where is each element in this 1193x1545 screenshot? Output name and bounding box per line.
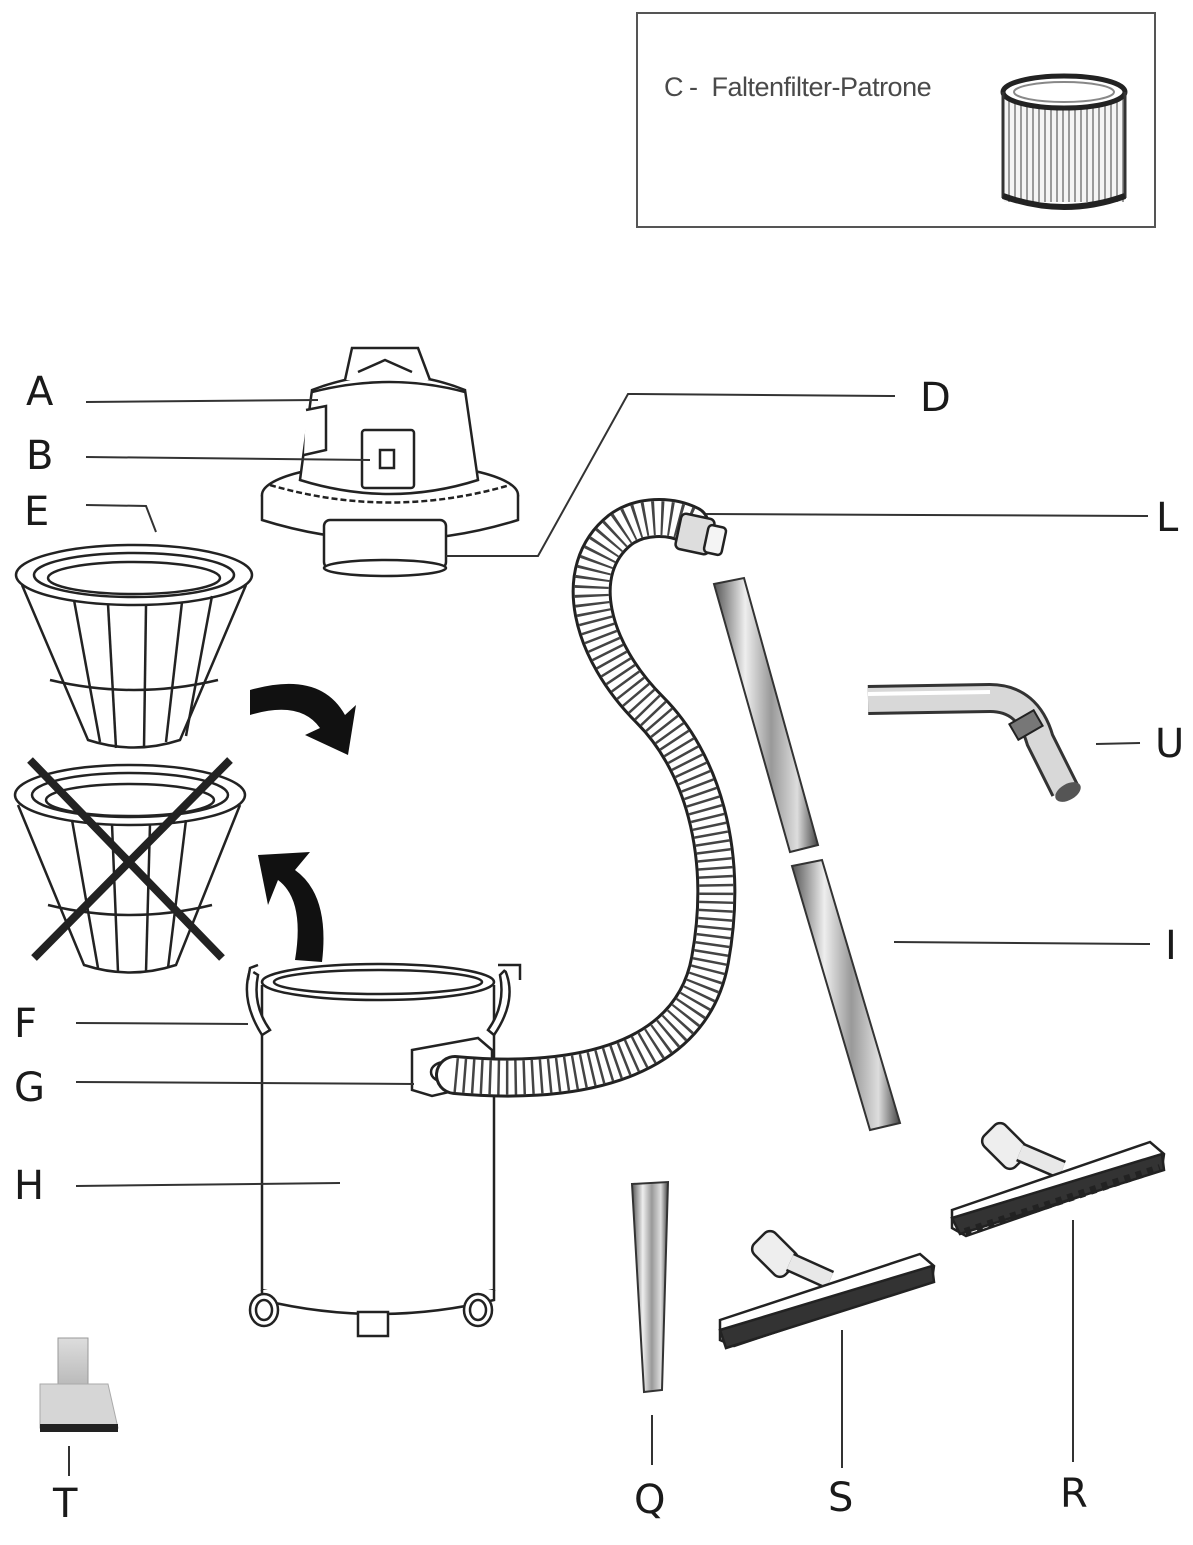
label-l: L bbox=[1156, 495, 1179, 541]
label-u: U bbox=[1155, 721, 1185, 767]
legend-text: Faltenfilter-Patrone bbox=[711, 72, 932, 102]
label-t: T bbox=[53, 1481, 78, 1527]
arrow-down-icon bbox=[250, 683, 356, 755]
tank-drum bbox=[245, 962, 522, 1338]
label-b: B bbox=[26, 433, 54, 479]
wrong-basket-crossed bbox=[13, 757, 247, 974]
crevice-nozzle bbox=[630, 1180, 670, 1394]
legend-letter: C bbox=[664, 72, 684, 102]
label-r: R bbox=[1060, 1471, 1088, 1517]
legend-caption: C-Faltenfilter-Patrone bbox=[664, 72, 932, 103]
pleated-filter-cartridge bbox=[1000, 73, 1128, 210]
extension-tubes bbox=[712, 576, 902, 1132]
curved-handle bbox=[867, 682, 1081, 802]
label-a: A bbox=[26, 369, 54, 415]
floor-nozzle-r bbox=[950, 1121, 1166, 1238]
leader-lines bbox=[68, 392, 1151, 1476]
label-s: S bbox=[828, 1475, 854, 1521]
adapter-nozzle bbox=[39, 1337, 119, 1432]
label-e: E bbox=[24, 489, 50, 535]
floor-nozzle-s bbox=[718, 1229, 936, 1350]
label-f: F bbox=[14, 1001, 38, 1047]
label-g: G bbox=[14, 1065, 45, 1111]
legend-separator: - bbox=[689, 72, 698, 102]
label-h: H bbox=[14, 1163, 45, 1209]
label-i: I bbox=[1165, 923, 1177, 969]
label-q: Q bbox=[634, 1477, 666, 1523]
suction-hose bbox=[435, 498, 737, 1098]
label-d: D bbox=[920, 375, 951, 421]
filter-basket bbox=[14, 543, 254, 749]
arrow-up-icon bbox=[258, 852, 324, 962]
motor-head bbox=[260, 346, 520, 578]
